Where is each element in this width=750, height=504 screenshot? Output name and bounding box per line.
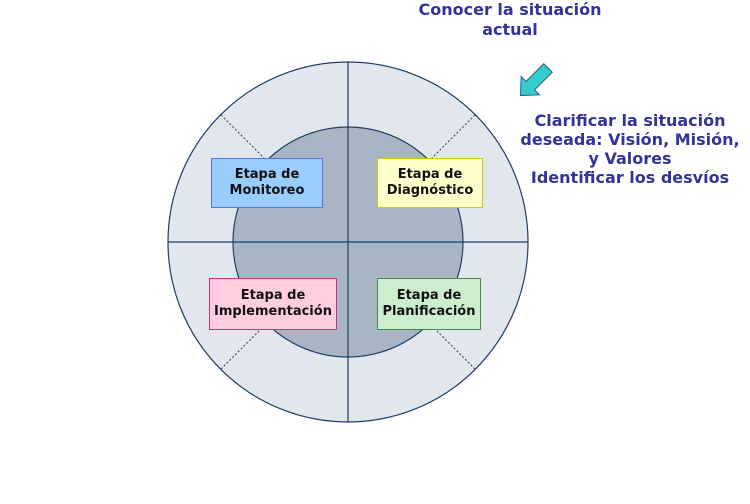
- current-situation-text: Conocer la situación actual: [418, 0, 602, 39]
- stage-diagnostico-box: Etapa de Diagnóstico: [377, 158, 483, 208]
- stage-diagnostico-label: Etapa de Diagnóstico: [386, 167, 474, 198]
- ring-divider-bottom-left: [220, 322, 268, 370]
- stage-planificacion-box: Etapa de Planificación: [377, 278, 481, 330]
- ring-divider-bottom-right: [428, 322, 476, 370]
- desired-situation-text: Clarificar la situación deseada: Visión,…: [520, 111, 740, 187]
- stage-monitoreo-box: Etapa de Monitoreo: [211, 158, 323, 208]
- stage-planificacion-label: Etapa de Planificación: [382, 288, 476, 319]
- stage-implementacion-label: Etapa de Implementación: [214, 288, 332, 319]
- ring-divider-top-right: [428, 114, 476, 162]
- arrow-down-right-icon: [519, 63, 553, 97]
- stage-monitoreo-label: Etapa de Monitoreo: [229, 167, 305, 198]
- stage-implementacion-box: Etapa de Implementación: [209, 278, 337, 330]
- ring-divider-top-left: [220, 114, 268, 162]
